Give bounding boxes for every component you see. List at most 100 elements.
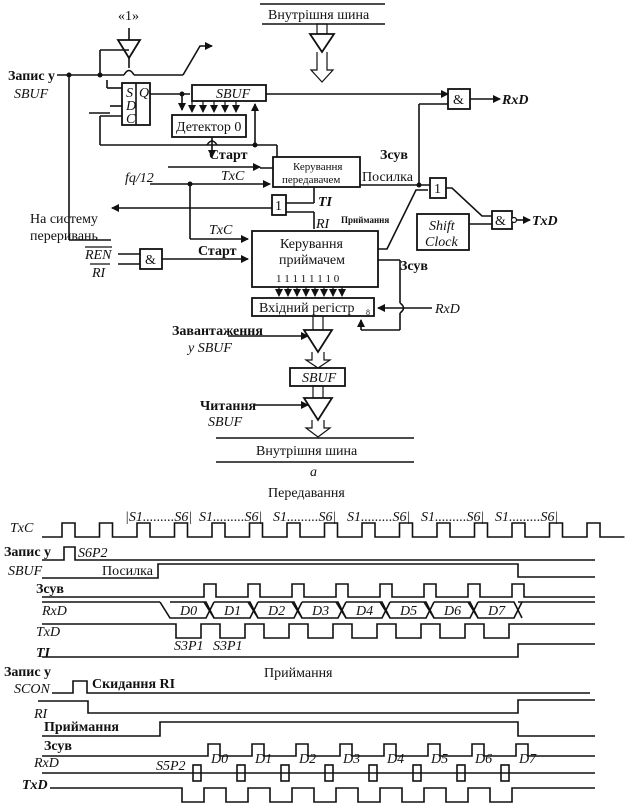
svg-text:1: 1: [275, 199, 282, 214]
rx-ctrl-label-2: приймачем: [279, 253, 345, 268]
interrupts-label-1: На систему: [30, 212, 98, 227]
tx-rxd-bit-label: D2: [267, 604, 285, 619]
rx-sample-box: [280, 764, 290, 782]
rx-sample-box: [500, 764, 510, 782]
tx-state-label: S1.........S6|: [273, 510, 336, 525]
zero-detector-label: Детектор 0: [176, 120, 241, 135]
input-register-subscript: 8: [366, 308, 370, 317]
input-register-label: Вхідний регістр: [259, 301, 355, 316]
rx-ri-wave: [38, 699, 595, 714]
tx-write-label-2: SBUF: [8, 564, 43, 579]
svg-text:Q: Q: [139, 86, 149, 101]
rx-ri-label: RI: [33, 707, 49, 722]
tx-s3p1-a: S3P1: [174, 639, 204, 654]
rx-s5p2-label: S5P2: [156, 759, 186, 774]
tx-rxd-bit-label: D4: [355, 604, 373, 619]
ri-not-label: RI: [91, 266, 107, 281]
rx-write-label-2: SCON: [14, 682, 50, 697]
txc-label-1: TxC: [221, 169, 245, 184]
rx-rxd-label: RxD: [33, 756, 59, 771]
bus-bottom-label: Внутрішня шина: [256, 444, 358, 459]
send-label: Посилка: [362, 170, 414, 185]
shift-clock-label-2: Clock: [425, 235, 458, 250]
tx-txc-label: TxC: [10, 521, 34, 536]
rx-txd-wave: [50, 787, 595, 803]
bus-driver-read: [302, 385, 334, 438]
txc-label-2: TxC: [209, 223, 233, 238]
shift-clock-block: [416, 213, 470, 251]
shift-rx-label: Зсув: [400, 259, 428, 274]
const-one-buffer: [116, 39, 142, 60]
rx-sample-box: [236, 764, 246, 782]
shift-clock-label-1: Shift: [429, 219, 456, 234]
tx-txd-label: TxD: [36, 625, 60, 640]
read-sbuf-label-1: Читання: [200, 399, 257, 414]
rx-shift-label: Зсув: [44, 739, 72, 754]
tx-rxd-bit-label: D3: [311, 604, 329, 619]
rx-shift-wave: [42, 743, 595, 757]
svg-text:C: C: [126, 112, 136, 127]
sbuf-rx-label: SBUF: [302, 371, 337, 386]
rx-write-label-1: Запис у: [4, 665, 51, 680]
tx-state-label: S1.........S6|: [421, 510, 484, 525]
start-rx-label: Старт: [198, 244, 237, 259]
rx-sample-box: [456, 764, 466, 782]
rx-rxd-bit-label: D4: [386, 752, 404, 767]
rx-rxd-bit-label: D7: [518, 752, 537, 767]
svg-text:&: &: [495, 214, 506, 229]
rx-rxd-bit-label: D1: [254, 752, 272, 767]
rx-receive-wave: [42, 721, 595, 737]
ri-label: RI: [315, 217, 331, 232]
receive-label-small: Приймання: [341, 215, 389, 225]
zero-detector: [171, 114, 247, 138]
tx-send-wave: [42, 563, 595, 579]
rx-receive-label: Приймання: [44, 720, 119, 735]
transmitter-control-block: [272, 156, 361, 188]
tx-rxd-bit-label: D7: [487, 604, 506, 619]
tx-shift-label: Зсув: [36, 582, 64, 597]
tx-shift-wave: [42, 583, 595, 598]
tx-state-label: S1.........S6|: [495, 510, 558, 525]
tx-s3p1-b: S3P1: [213, 639, 243, 654]
rx-rxd-bit-label: D5: [430, 752, 448, 767]
transmit-title: Передавання: [268, 486, 345, 501]
write-sbuf-label-1: Запис у: [8, 69, 55, 84]
tx-rxd-bit-label: D0: [179, 604, 197, 619]
svg-text:1: 1: [434, 182, 441, 197]
figure-caption: a: [310, 465, 317, 480]
sbuf-tx-label: SBUF: [216, 87, 251, 102]
fq12-label: fq/12: [125, 171, 154, 186]
bus-driver-tx: [308, 23, 336, 83]
tx-state-label: |S1.........S6|: [125, 510, 192, 525]
svg-text:S: S: [126, 86, 133, 101]
rx-ctrl-label-1: Керування: [280, 237, 343, 252]
tx-ctrl-label-2: передавачем: [282, 174, 340, 186]
rx-sample-box: [324, 764, 334, 782]
rx-rxd-bit-label: D3: [342, 752, 360, 767]
receive-title: Приймання: [264, 666, 333, 681]
tx-state-label: S1.........S6|: [347, 510, 410, 525]
svg-text:&: &: [453, 93, 464, 108]
rx-ctrl-bits: 1 1 1 1 1 1 1 0: [276, 273, 340, 285]
receive-timing: Приймання Запис у SCON Скидання RI RI Пр…: [4, 665, 595, 803]
svg-text:D: D: [125, 99, 136, 114]
interrupts-label-2: переривань: [30, 229, 98, 244]
rxd-in-label: RxD: [434, 302, 460, 317]
rx-rxd-bit-label: D6: [474, 752, 492, 767]
sbuf-to-detector-arrows: [188, 101, 240, 113]
tx-rxd-bit-label: D5: [399, 604, 417, 619]
txd-out-label: TxD: [532, 214, 558, 229]
sbuf-tx-register: [191, 84, 267, 102]
tx-state-label: S1.........S6|: [199, 510, 262, 525]
rx-reset-ri-label: Скидання RI: [92, 677, 175, 692]
bus-top-label: Внутрішня шина: [268, 8, 370, 23]
rx-sample-box: [368, 764, 378, 782]
svg-text:&: &: [145, 253, 156, 268]
const-one-label: «1»: [118, 9, 139, 24]
bus-driver-load: [302, 315, 334, 369]
tx-ctrl-label-1: Керування: [293, 161, 342, 173]
start-tx-label: Старт: [209, 148, 248, 163]
tx-rxd-bit-label: D6: [443, 604, 461, 619]
tx-write-label-1: Запис у: [4, 545, 51, 560]
